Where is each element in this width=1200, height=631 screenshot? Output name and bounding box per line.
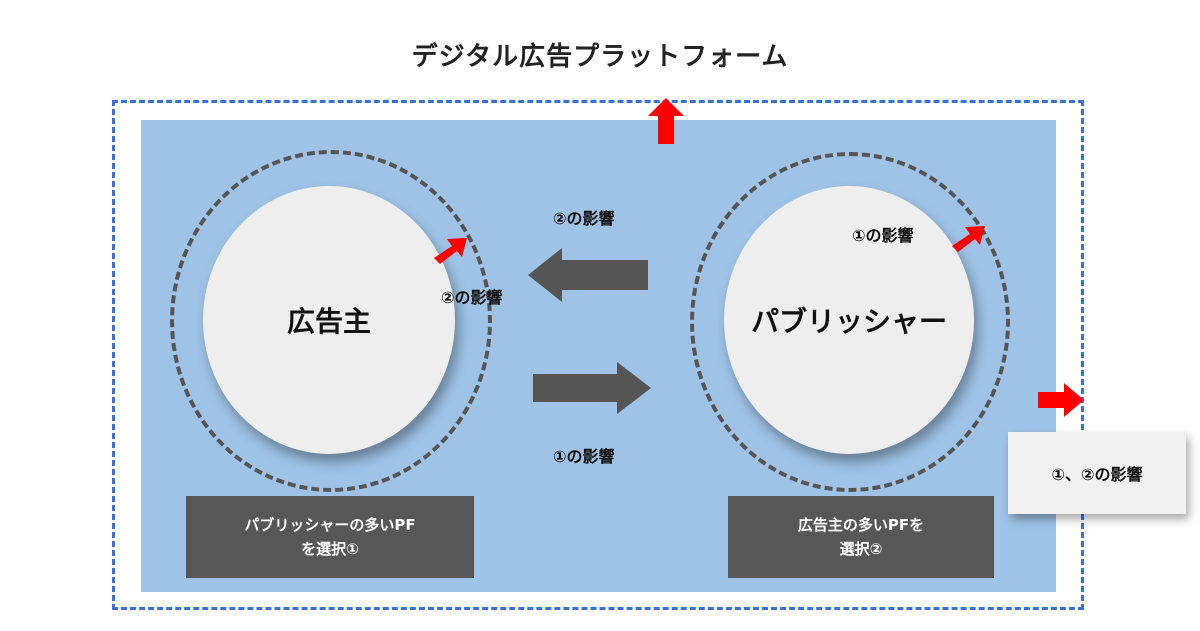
publisher-influence-ring	[690, 152, 1010, 492]
advertiser-selection-line-2: を選択①	[301, 540, 359, 558]
flow-to-advertiser-label: ②の影響	[553, 209, 615, 228]
advertiser-circle: 広告主	[203, 186, 455, 454]
publisher-ring-effect-label: ①の影響	[852, 226, 914, 245]
advertiser-selection-box: パブリッシャーの多いPF を選択①	[186, 496, 474, 578]
publisher-selection-line-1: 広告主の多いPFを	[797, 516, 925, 534]
publisher-growth-arrow-icon	[952, 226, 985, 252]
platform-effect-box: ①、②の影響	[1008, 432, 1186, 514]
advertiser-label: 広告主	[286, 305, 371, 338]
flow-arrow-left-icon	[528, 248, 648, 302]
platform-boundary	[112, 100, 1084, 610]
publisher-label: パブリッシャー	[750, 305, 947, 338]
growth-arrow-up-icon	[648, 98, 684, 144]
diagram-title: デジタル広告プラットフォーム	[411, 42, 789, 72]
growth-arrow-right-icon	[1038, 383, 1084, 417]
flow-arrow-right-icon	[533, 362, 651, 414]
flow-to-publisher-label: ①の影響	[553, 447, 615, 466]
advertiser-growth-arrow-icon	[434, 238, 467, 264]
advertiser-selection-line-1: パブリッシャーの多いPF	[244, 516, 416, 534]
advertiser-ring-effect-label: ②の影響	[441, 288, 503, 307]
publisher-selection-line-2: 選択②	[839, 540, 883, 558]
publisher-circle: パブリッシャー	[724, 186, 974, 454]
advertiser-influence-ring	[170, 150, 492, 492]
platform-effect-label: ①、②の影響	[1051, 465, 1143, 484]
publisher-selection-box: 広告主の多いPFを 選択②	[728, 496, 994, 578]
